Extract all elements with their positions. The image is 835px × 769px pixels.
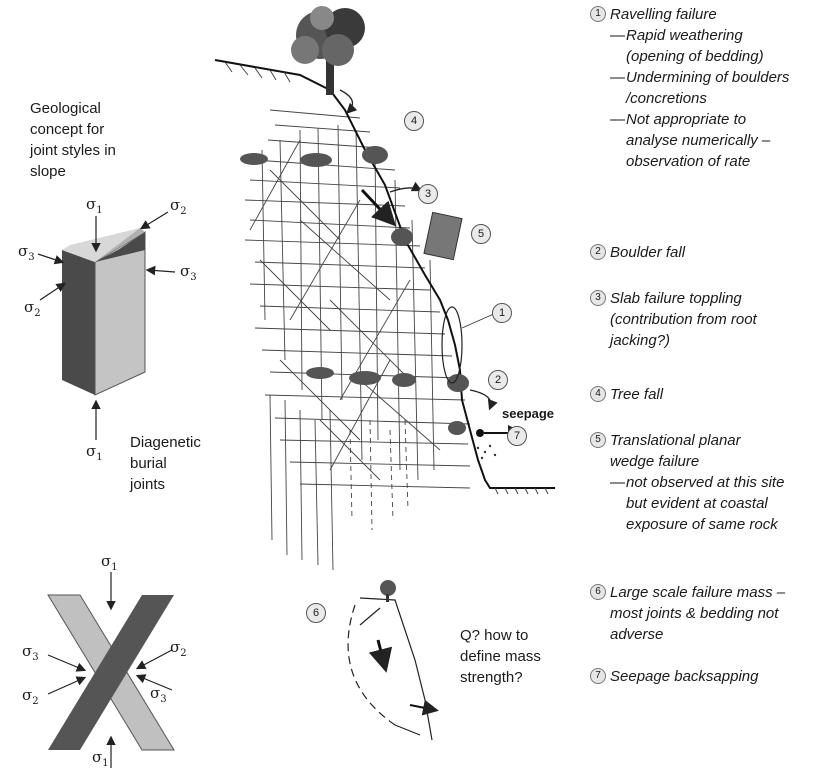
slope-label-4: 4 xyxy=(404,111,424,131)
slab-topple-arrow xyxy=(390,188,420,192)
x-sigma3-left: σ3 xyxy=(22,642,39,663)
legend-item-5: 5 Translational planar wedge failure — n… xyxy=(610,430,835,535)
legend-item-2: 2 Boulder fall xyxy=(610,242,835,263)
slope-label-7: 7 xyxy=(507,426,527,446)
x-sigma2-right: σ2 xyxy=(170,638,187,659)
legend-number-1: 1 xyxy=(590,6,606,22)
sigma2-right-arrow xyxy=(142,212,168,228)
block-sigma2-right: σ2 xyxy=(170,196,187,217)
mass-slide-arrow xyxy=(378,640,385,667)
tree xyxy=(291,6,365,95)
mass-toe-arrow xyxy=(410,705,435,710)
cliff-face xyxy=(215,60,555,488)
legend-item-3: 3 Slab failure toppling (contribution fr… xyxy=(610,288,835,351)
slope-joint-network xyxy=(245,110,470,570)
legend-title-1: Ravelling failure xyxy=(610,4,835,25)
slope-label-1: 1 xyxy=(492,303,512,323)
boulders xyxy=(240,146,484,437)
slope-label-3: 3 xyxy=(418,184,438,204)
mass-label-6: 6 xyxy=(306,603,326,623)
x-sigma1-top: σ1 xyxy=(101,552,118,573)
x-sigma3-right: σ3 xyxy=(150,684,167,705)
slope-label-5: 5 xyxy=(471,224,491,244)
legend-sub-1b: — Undermining of boulders/concretions xyxy=(610,67,835,109)
legend-item-1: 1 Ravelling failure — Rapid weathering(o… xyxy=(610,4,835,172)
mass-strength-question: Q? how to define mass strength? xyxy=(460,625,541,688)
block-sigma1-top: σ1 xyxy=(86,195,103,216)
block-sigma2-left: σ2 xyxy=(24,298,41,319)
sigma2-left-arrow xyxy=(40,284,64,300)
slope-label-2: 2 xyxy=(488,370,508,390)
block-sigma3-right: σ3 xyxy=(180,262,197,283)
x-sigma2-left: σ2 xyxy=(22,686,39,707)
x-sigma3-left-arrow xyxy=(48,655,84,670)
x-sigma2-left-arrow xyxy=(48,678,84,694)
joint-block-diagram xyxy=(62,228,145,395)
large-failure-mass-sketch xyxy=(348,598,432,740)
sigma3-left-arrow xyxy=(38,254,62,262)
conjugate-x-diagram xyxy=(48,595,174,750)
wedge-photo xyxy=(424,212,462,259)
seepage-label: seepage xyxy=(502,406,554,421)
legend-item-4: 4 Tree fall xyxy=(610,384,835,405)
block-sigma3-left: σ3 xyxy=(18,242,35,263)
block-sigma1-bottom: σ1 xyxy=(86,442,103,463)
x-sigma1-bottom: σ1 xyxy=(92,748,109,769)
ravelling-zone xyxy=(442,307,462,383)
x-sigma2-right-arrow xyxy=(138,650,172,668)
legend-item-7: 7 Seepage backsapping xyxy=(610,666,835,687)
tree-fall-arrow xyxy=(340,90,353,112)
sigma3-right-arrow xyxy=(148,270,175,272)
legend-item-6: 6 Large scale failure mass – most joints… xyxy=(610,582,835,645)
legend-sub-1a: — Rapid weathering(opening of bedding) xyxy=(610,25,835,67)
boulder-fall-arrow xyxy=(470,390,491,408)
